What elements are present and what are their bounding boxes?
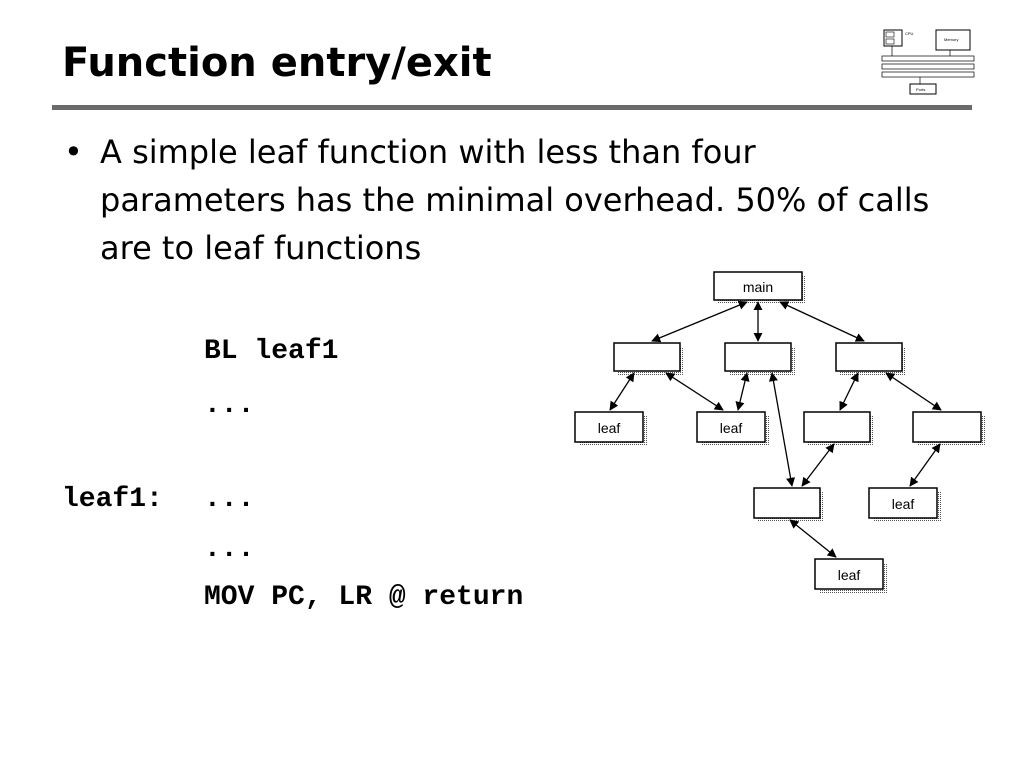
node-level2-3 bbox=[803, 411, 871, 443]
logo-cpu-label: CPU bbox=[905, 31, 914, 36]
code-line-ellipsis-2: ... bbox=[204, 484, 255, 515]
edge-mid3-level2-3 bbox=[839, 372, 859, 411]
edge-main-mid1 bbox=[651, 300, 748, 343]
node-main bbox=[713, 271, 803, 301]
code-line-ellipsis-3: ... bbox=[204, 534, 255, 565]
node-leaf-3-label: leaf bbox=[892, 496, 915, 512]
node-mid-1 bbox=[613, 342, 681, 372]
node-leaf-4-label: leaf bbox=[838, 567, 861, 583]
node-leaf-2 bbox=[696, 411, 766, 443]
logo-ports-label: Ports bbox=[916, 87, 925, 92]
code-line-bl: BL leaf1 bbox=[204, 336, 339, 367]
logo-memory-label: Memory bbox=[944, 37, 958, 42]
edge-level2-3-level3 bbox=[801, 443, 835, 487]
code-line-ellipsis-1: ... bbox=[204, 390, 255, 421]
edge-mid2-leaf2 bbox=[735, 372, 750, 411]
node-mid-2 bbox=[724, 342, 792, 372]
edge-mid1-leaf2 bbox=[665, 372, 724, 411]
node-leaf-2-label: leaf bbox=[720, 420, 743, 436]
code-label-leaf1: leaf1: bbox=[62, 484, 163, 515]
node-mid-3 bbox=[835, 342, 903, 372]
node-leaf-3 bbox=[868, 487, 938, 519]
node-leaf-4 bbox=[814, 558, 884, 590]
slide-title: Function entry/exit bbox=[62, 40, 492, 86]
edge-mid2-level3 bbox=[768, 372, 796, 487]
title-divider bbox=[52, 105, 972, 110]
bullet-marker: • bbox=[64, 133, 83, 171]
node-level3-1 bbox=[753, 487, 821, 519]
edge-level3-leaf4 bbox=[789, 519, 837, 558]
edge-main-mid3 bbox=[779, 301, 865, 342]
edge-mid3-level2-4 bbox=[885, 372, 942, 411]
node-level2-4 bbox=[912, 411, 982, 443]
node-leaf-1 bbox=[574, 411, 644, 443]
bullet-text: A simple leaf function with less than fo… bbox=[100, 133, 930, 267]
edge-level2-4-leaf3 bbox=[909, 443, 941, 487]
edge-mid1-leaf1 bbox=[609, 372, 635, 411]
node-leaf-1-label: leaf bbox=[598, 420, 621, 436]
system-diagram-logo: CPU Memory Ports bbox=[881, 29, 975, 95]
call-tree-diagram: main leaf leaf leaf leaf bbox=[574, 271, 985, 593]
node-main-label: main bbox=[743, 279, 773, 295]
code-line-return: MOV PC, LR @ return bbox=[204, 582, 524, 613]
